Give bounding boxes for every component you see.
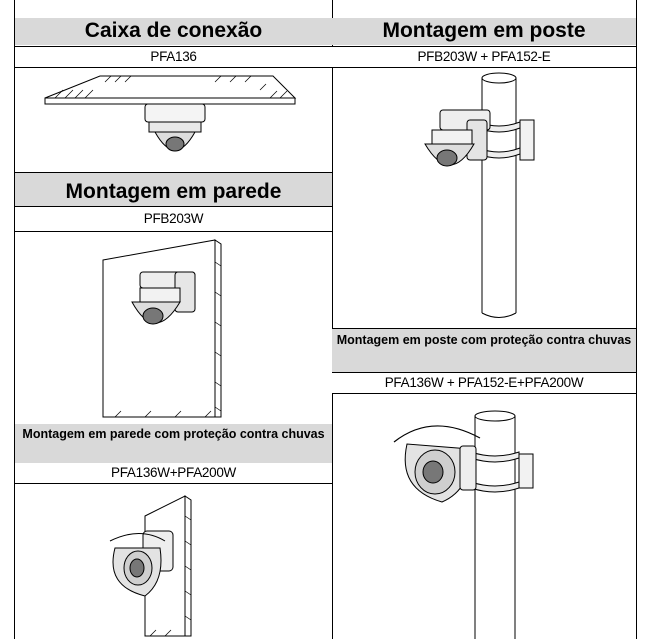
wall-mount-title: Montagem em parede [65,180,282,203]
junction-box-header: Caixa de conexão [15,18,332,45]
wall-mount-header: Montagem em parede [15,172,332,207]
pole-mount-title: Montagem em poste [382,19,586,42]
pole-rain-title: Montagem em poste com proteção contra ch… [336,333,632,347]
pole-mount-illustration [332,68,636,326]
mounting-options-table: Caixa de conexão PFA136 [14,0,637,639]
wall-rain-header: Montagem em parede com proteção contra c… [15,424,332,466]
pole-mount-header: Montagem em poste [332,18,636,45]
wall-rain-model: PFA136W+PFA200W [15,463,332,484]
pole-rain-illustration [332,394,636,639]
wall-rain-illustration [15,486,332,639]
right-column: Montagem em poste PFB203W + PFA152-E [332,0,637,639]
wall-rain-title: Montagem em parede com proteção contra c… [22,427,325,441]
junction-box-title: Caixa de conexão [84,19,263,42]
left-column: Caixa de conexão PFA136 [14,0,333,639]
pole-rain-header: Montagem em poste com proteção contra ch… [332,328,636,374]
junction-box-illustration [15,68,332,170]
wall-mount-illustration [15,232,332,422]
pole-rain-model: PFA136W + PFA152-E+PFA200W [332,372,636,394]
junction-box-model: PFA136 [15,46,332,68]
wall-mount-model: PFB203W [15,206,332,232]
pole-mount-model: PFB203W + PFA152-E [332,46,636,68]
